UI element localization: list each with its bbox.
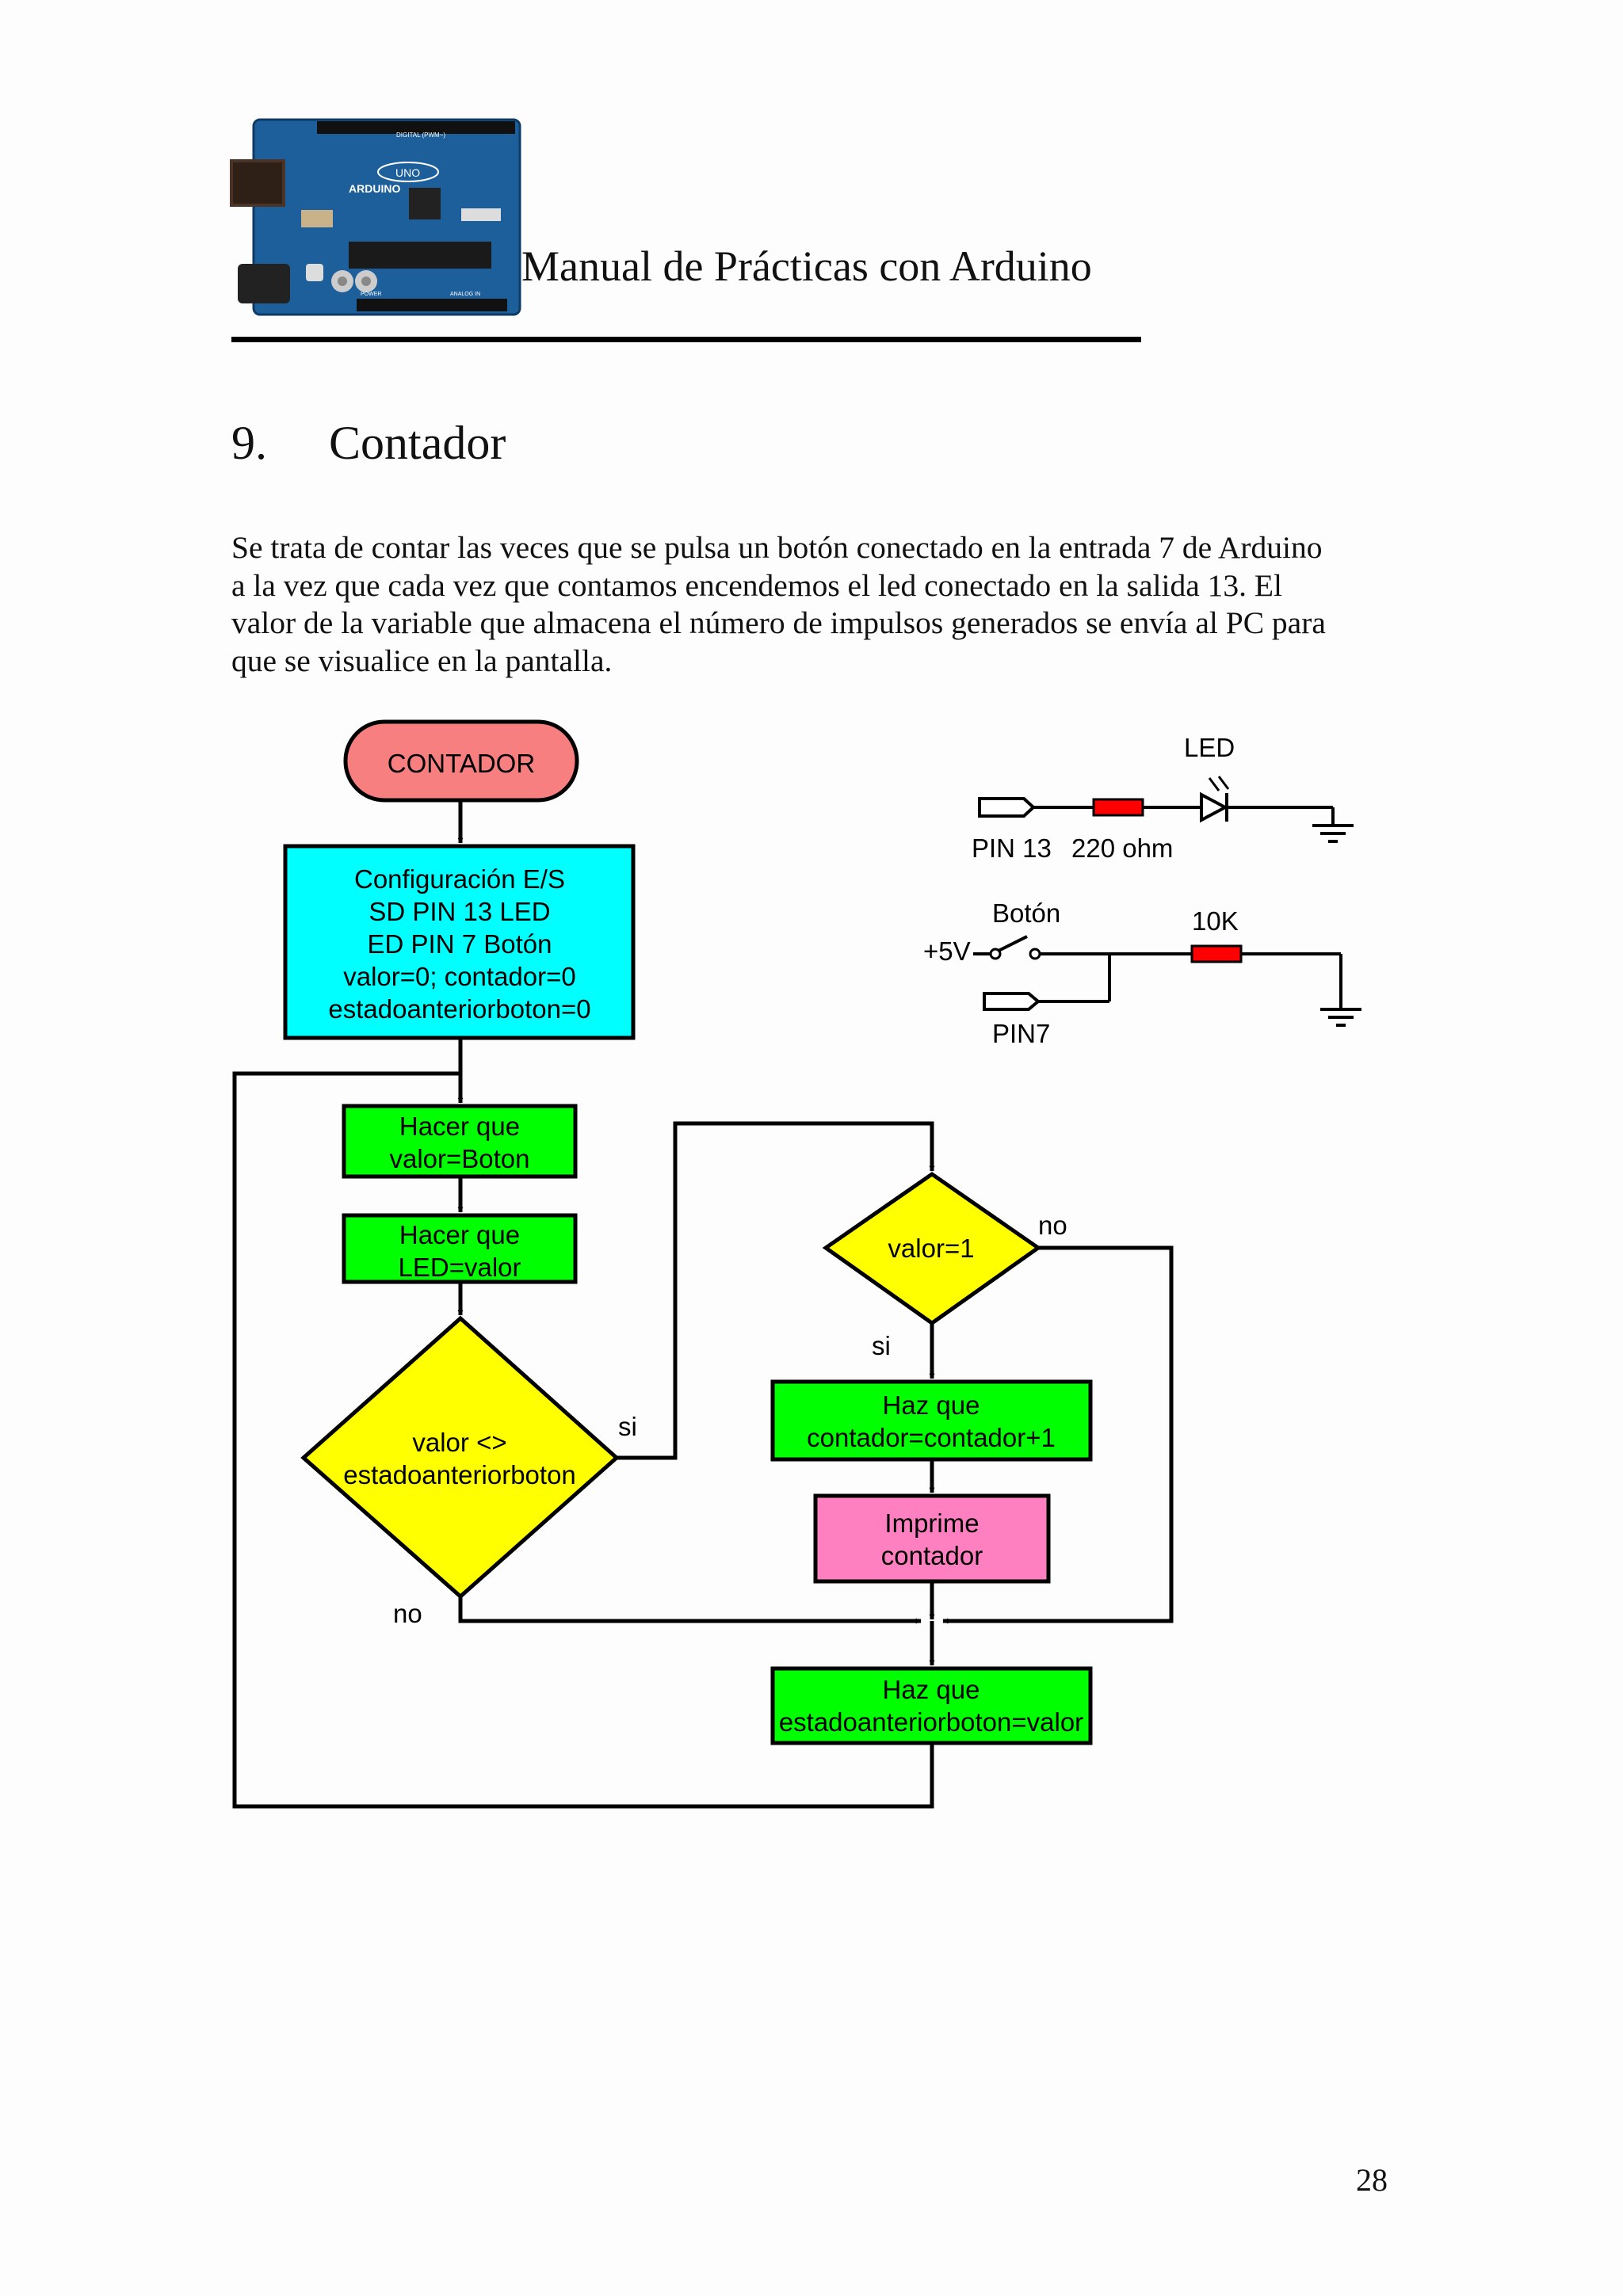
- board-digital-label: DIGITAL (PWM~): [396, 132, 445, 139]
- board-power-label: POWER: [361, 292, 381, 297]
- button-label: Botón: [992, 898, 1060, 928]
- pin7-label: PIN7: [992, 1019, 1050, 1048]
- cond1-yes-label: si: [618, 1412, 637, 1441]
- increment-line: Haz que: [883, 1390, 980, 1420]
- intro-paragraph: Se trata de contar las veces que se puls…: [231, 529, 1396, 680]
- increment-line: contador=contador+1: [807, 1423, 1056, 1452]
- intro-line: a la vez que cada vez que contamos encen…: [231, 567, 1282, 603]
- print-line: Imprime: [884, 1508, 979, 1538]
- flowchart-start: CONTADOR: [343, 719, 579, 803]
- read-line: valor=Boton: [389, 1144, 529, 1173]
- start-label: CONTADOR: [388, 749, 535, 778]
- cond2-no-label: no: [1038, 1211, 1067, 1240]
- read-button-box: Hacer que valor=Boton: [342, 1104, 578, 1179]
- increment-box: Haz que contador=contador+1: [770, 1379, 1093, 1462]
- pin13-label: PIN 13: [972, 833, 1052, 863]
- cond1-line: valor <>: [412, 1428, 506, 1457]
- led-line: LED=valor: [399, 1253, 521, 1282]
- intro-line: que se visualice en la pantalla.: [231, 643, 613, 678]
- cond2-yes-label: si: [872, 1331, 891, 1360]
- header-divider: [231, 337, 1141, 342]
- config-line: SD PIN 13 LED: [369, 897, 550, 926]
- config-line: ED PIN 7 Botón: [368, 929, 552, 959]
- cond1-line: estadoanteriorboton: [343, 1460, 576, 1489]
- manual-title: Manual de Prácticas con Arduino: [521, 242, 1092, 290]
- resistor-10k-label: 10K: [1192, 906, 1239, 936]
- set-led-box: Hacer que LED=valor: [342, 1213, 578, 1284]
- resistor-220-label: 220 ohm: [1071, 833, 1173, 863]
- read-line: Hacer que: [399, 1112, 520, 1141]
- cond1-no-label: no: [393, 1599, 422, 1628]
- config-box: Configuración E/S SD PIN 13 LED ED PIN 7…: [283, 844, 636, 1040]
- config-line: valor=0; contador=0: [343, 962, 576, 991]
- board-model-label: UNO: [395, 166, 420, 179]
- intro-line: Se trata de contar las veces que se puls…: [231, 530, 1323, 565]
- led-circuit: LED PIN 13 220 ohm: [972, 733, 1354, 863]
- decision-pressed: valor=1 si no: [822, 1171, 1067, 1360]
- flowchart: [232, 800, 1174, 1809]
- update-box: Haz que estadoanteriorboton=valor: [770, 1666, 1093, 1745]
- vcc-label: +5V: [923, 936, 971, 966]
- update-line: Haz que: [883, 1675, 980, 1704]
- section-number: 9.: [231, 417, 267, 469]
- button-circuit: Botón +5V 10K PIN7: [923, 898, 1361, 1048]
- update-line: estadoanteriorboton=valor: [779, 1707, 1083, 1737]
- page-number: 28: [1356, 2162, 1388, 2198]
- decision-changed: valor <> estadoanteriorboton si no: [300, 1315, 637, 1628]
- led-line: Hacer que: [399, 1220, 520, 1249]
- config-line: Configuración E/S: [354, 864, 565, 894]
- print-line: contador: [881, 1541, 983, 1570]
- board-analog-label: ANALOG IN: [450, 292, 480, 297]
- intro-line: valor de la variable que almacena el núm…: [231, 605, 1326, 640]
- arduino-board-logo: DIGITAL (PWM~) ARDUINO UNO POWER ANALOG …: [230, 115, 525, 321]
- cond2-label: valor=1: [888, 1234, 974, 1263]
- board-brand-label: ARDUINO: [349, 182, 400, 195]
- section-title: Contador: [329, 417, 506, 469]
- print-box: Imprime contador: [813, 1493, 1051, 1584]
- led-label: LED: [1184, 733, 1235, 762]
- config-line: estadoanteriorboton=0: [328, 994, 590, 1024]
